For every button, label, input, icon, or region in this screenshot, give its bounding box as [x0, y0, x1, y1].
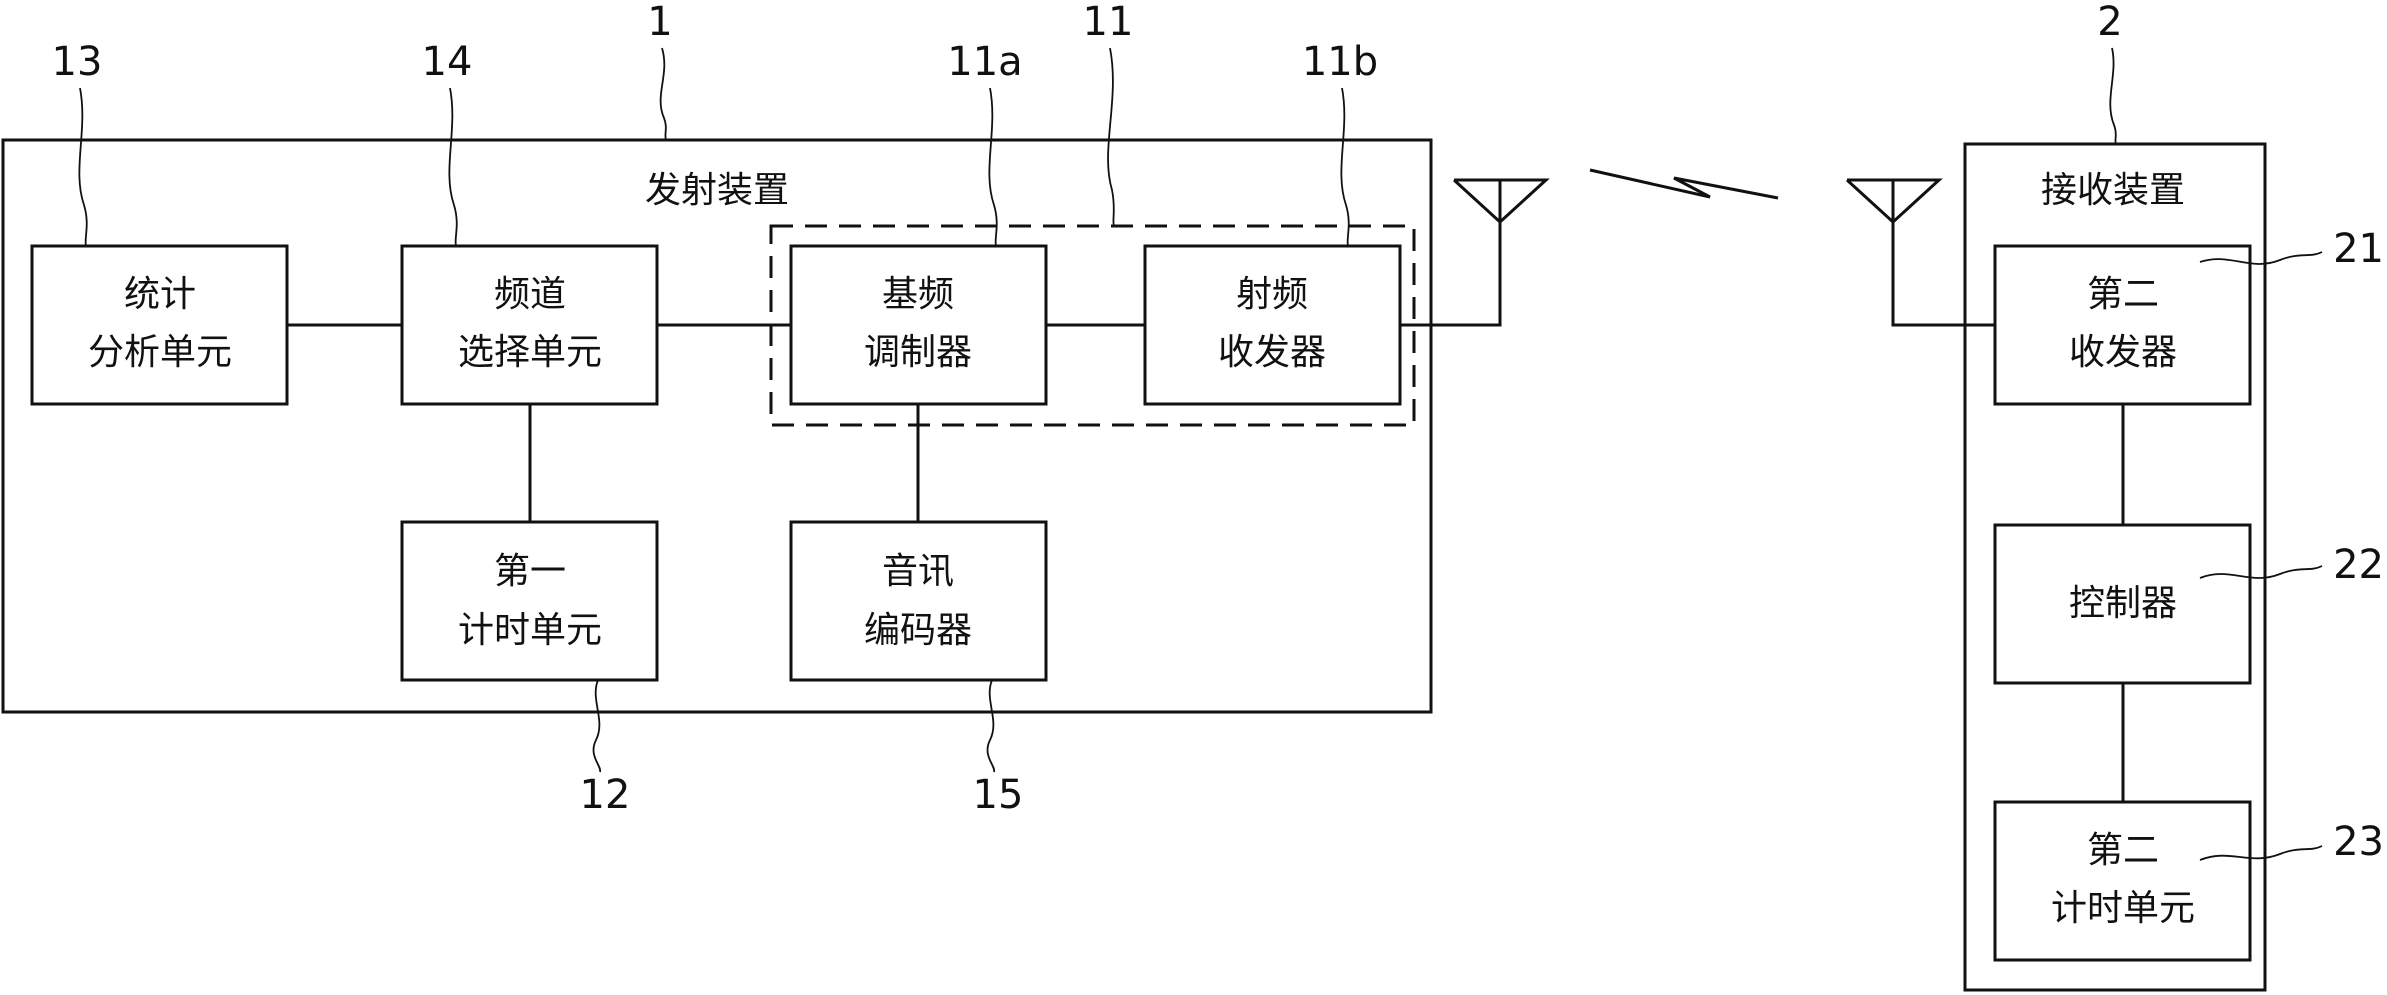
timer2-label-line1: 第二 — [2087, 830, 2159, 871]
receiver-title: 接收装置 — [2041, 170, 2185, 211]
channel-selection-unit: 频道 选择单元 — [400, 244, 659, 406]
ref-22: 22 — [2333, 542, 2384, 588]
audio-encoder: 音讯 编码器 — [789, 520, 1048, 682]
leader-11a — [988, 87, 998, 247]
ref-2: 2 — [2097, 0, 2122, 45]
baseband-label-line1: 基频 — [882, 274, 954, 315]
leader-11b — [1340, 87, 1350, 247]
timer1-label-line1: 第一 — [494, 551, 566, 592]
tx-antenna-icon — [1452, 178, 1550, 225]
transmitter-frame — [1, 138, 1433, 714]
channel-label-line2: 选择单元 — [458, 332, 602, 373]
receiver-frame — [1963, 142, 2267, 992]
transceiver2-label-line1: 第二 — [2087, 274, 2159, 315]
stats-label-line2: 分析单元 — [88, 332, 232, 373]
rf-label-line2: 收发器 — [1218, 332, 1326, 373]
stats-label-line1: 统计 — [124, 274, 196, 315]
baseband-modulator: 基频 调制器 — [789, 244, 1048, 406]
ref-15: 15 — [973, 772, 1024, 818]
leader-12 — [592, 679, 601, 773]
audio-label-line1: 音讯 — [882, 551, 954, 592]
stats-analysis-unit: 统计 分析单元 — [30, 244, 289, 406]
timer2-label-line2: 计时单元 — [2051, 888, 2195, 929]
ref-11a: 11a — [947, 39, 1022, 85]
rf-transceiver: 射频 收发器 — [1143, 244, 1402, 406]
baseband-label-line2: 调制器 — [864, 332, 972, 373]
timer1-label-line2: 计时单元 — [458, 610, 602, 651]
ref-13: 13 — [52, 39, 103, 85]
controller: 控制器 — [1993, 523, 2252, 685]
leader-15 — [986, 679, 995, 773]
rx-antenna-icon — [1845, 178, 1943, 225]
audio-label-line2: 编码器 — [864, 610, 972, 651]
ref-12: 12 — [580, 772, 631, 818]
first-timer-unit: 第一 计时单元 — [400, 520, 659, 682]
wire-antenna-transceiver2 — [1891, 222, 1995, 327]
ref-11: 11 — [1083, 0, 1134, 45]
ref-14: 14 — [422, 39, 473, 85]
second-timer-unit: 第二 计时单元 — [1993, 800, 2252, 962]
controller-label: 控制器 — [2069, 583, 2177, 624]
ref-1: 1 — [647, 0, 672, 45]
ref-21: 21 — [2333, 226, 2384, 272]
ref-23: 23 — [2333, 819, 2384, 865]
wire-rf-antenna — [1400, 222, 1502, 327]
leader-14 — [448, 87, 458, 247]
leader-2 — [2109, 47, 2117, 145]
leader-22 — [2199, 565, 2323, 579]
ref-11b: 11b — [1302, 39, 1378, 85]
transceiver2-label-line2: 收发器 — [2069, 332, 2177, 373]
leader-21 — [2199, 251, 2323, 265]
leader-13 — [78, 87, 88, 247]
rf-label-line1: 射频 — [1236, 274, 1308, 315]
wireless-link-icon — [1589, 168, 1779, 200]
leader-11 — [1107, 47, 1115, 227]
transmitter-title: 发射装置 — [645, 170, 789, 211]
leader-23 — [2199, 845, 2323, 861]
second-transceiver: 第二 收发器 — [1993, 244, 2252, 406]
leader-1 — [659, 47, 667, 141]
channel-label-line1: 频道 — [494, 274, 566, 315]
